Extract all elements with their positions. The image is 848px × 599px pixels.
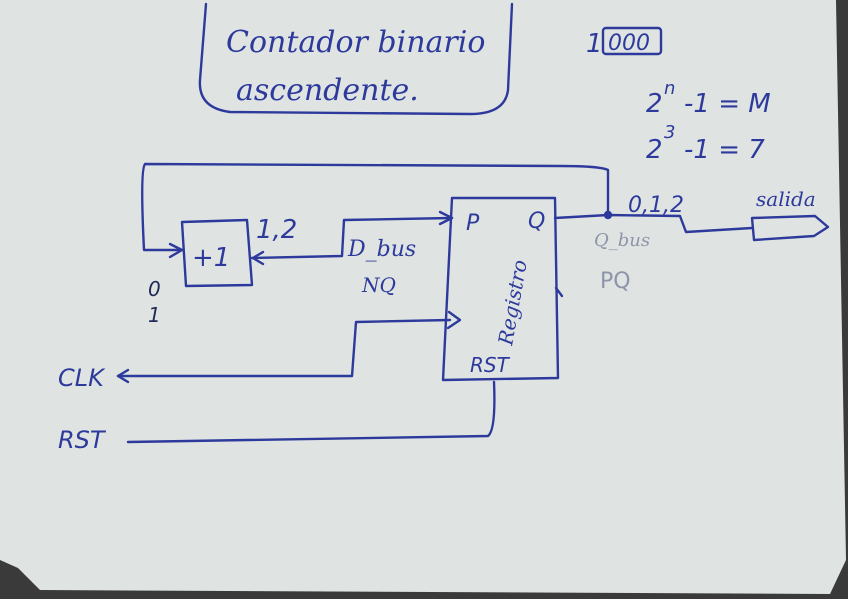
adder-input-values-bottom: 1 <box>148 303 161 327</box>
binary-prefix: 1 <box>586 29 603 59</box>
d-bus-note: NQ <box>361 273 396 297</box>
clk-arrow <box>116 368 130 384</box>
register-reset-label: RST <box>470 353 511 377</box>
output-values: 0,1,2 <box>628 193 684 218</box>
formula-value-rest: -1 = 7 <box>684 135 765 165</box>
title-line-1: Contador binario <box>226 25 485 60</box>
feedback-wire <box>141 162 610 252</box>
d-bus-arrow <box>251 250 265 266</box>
binary-boxed-value: 000 <box>608 31 650 56</box>
register-output-label: Q <box>528 209 545 234</box>
formula-value-exp: 3 <box>664 122 675 143</box>
adder-block <box>180 218 254 288</box>
d-bus-label: D_bus <box>347 237 416 262</box>
binary-box <box>601 26 663 56</box>
formula-general-exp: n <box>664 78 675 99</box>
q-bus-note: PQ <box>600 269 631 294</box>
q-bus-label: Q_bus <box>594 230 650 251</box>
register-input-label: P <box>466 211 480 236</box>
output-name: salida <box>756 187 816 211</box>
formula-general-base: 2 <box>646 89 663 119</box>
register-tick <box>554 286 564 298</box>
title-box <box>198 2 514 116</box>
adder-input-values-top: 0 <box>148 277 161 301</box>
adder-label: +1 <box>192 243 230 273</box>
adder-output-values: 1,2 <box>256 215 297 245</box>
d-bus-input-arrow <box>438 210 454 226</box>
reset-label: RST <box>58 426 107 454</box>
clock-label: CLK <box>58 364 106 392</box>
adder-input-arrow <box>168 242 184 259</box>
clk-wire <box>116 318 452 378</box>
d-bus-wire <box>250 216 454 260</box>
output-terminal <box>750 214 830 242</box>
q-bus-wire <box>553 213 754 234</box>
rst-wire <box>126 380 496 444</box>
clock-triangle <box>446 310 462 330</box>
formula-general-rest: -1 = M <box>684 89 771 119</box>
formula-value-base: 2 <box>646 135 663 165</box>
junction-dot <box>603 210 613 220</box>
title-line-2: ascendente. <box>236 73 419 108</box>
